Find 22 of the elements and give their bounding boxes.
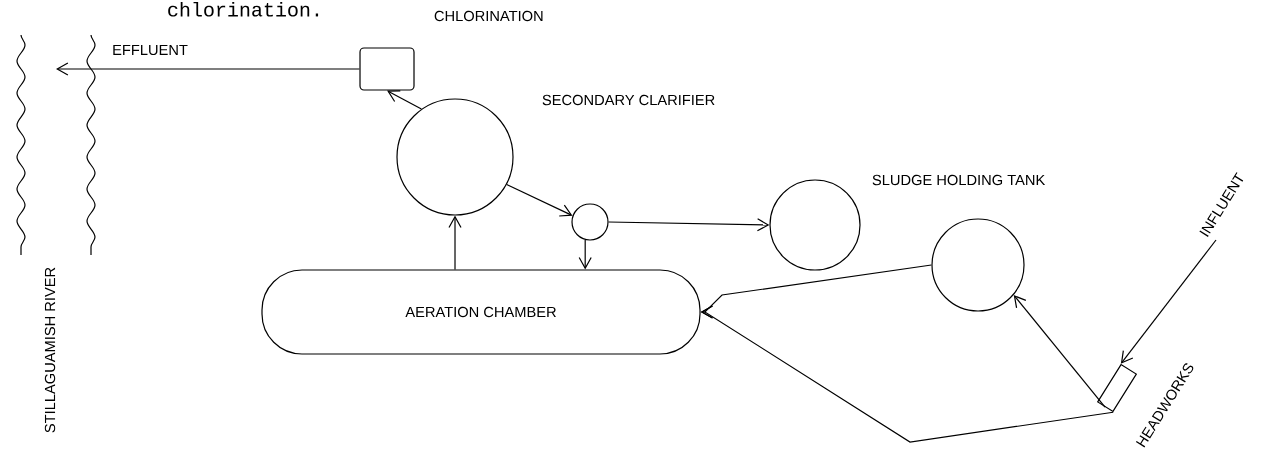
tank-circle [571,203,609,241]
tank-circle [769,179,861,271]
river-drawing [16,34,96,256]
arrow [448,215,462,270]
arrow [1013,294,1106,408]
text-fragment: chlorination. [168,1,319,17]
node-label: CHLORINATION [434,10,543,22]
arrow [578,239,592,270]
arrow [56,62,360,76]
tank-circle [931,218,1025,312]
node-label: SECONDARY CLARIFIER [542,94,715,106]
process-box [359,47,415,91]
arrow [1120,239,1217,364]
chamber-box: AERATION CHAMBER [261,269,701,355]
arrow [608,218,770,232]
tank-circle [396,98,514,216]
node-label: SLUDGE HOLDING TANK [872,174,1046,186]
arrow [387,90,422,110]
node-label: STILLAGUAMISH RIVER [44,267,56,433]
arrow [700,305,1114,443]
arrow [506,183,573,217]
edge-label: EFFLUENT [110,43,190,57]
